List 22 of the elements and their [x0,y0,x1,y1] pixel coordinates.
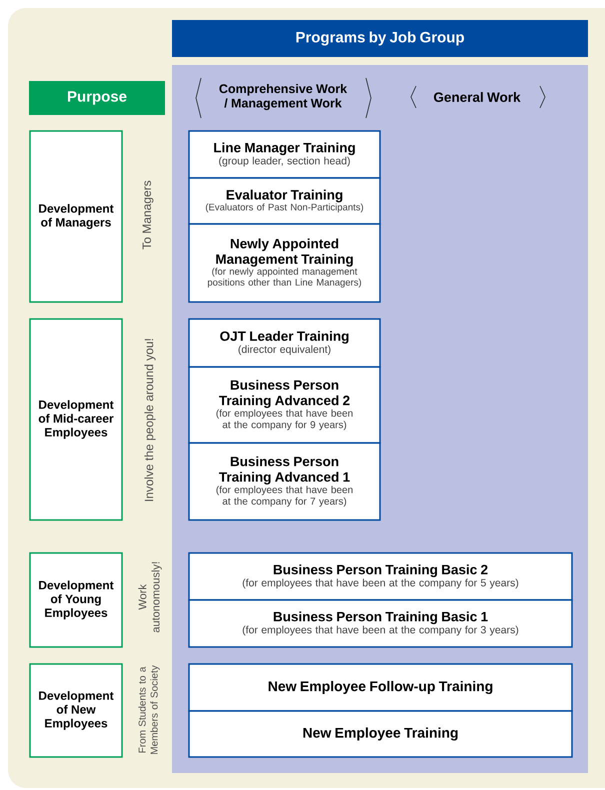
purpose-box: Development of Mid-career Employees [29,318,123,521]
program-box: Business Person Training Basic 1 (for employees that have been at the company for 3 years) [188,599,573,648]
program-box: Newly Appointed Management Training (for newly appointed management positions other than Line Managers) [188,223,381,303]
side-caption: From Students to a Members of Society [138,665,160,754]
program-box: New Employee Follow-up Training [188,663,573,712]
purpose-box: Development of Young Employees [29,552,123,648]
column-heading: Comprehensive Work / Management Work [219,84,348,110]
header-band: Purpose [29,81,165,115]
header-band: Programs by Job Group [172,20,588,57]
program-box: New Employee Training [188,710,573,758]
purpose-box: Development of Managers [29,130,123,303]
program-box: Business Person Training Advanced 2 (for employees that have been at the company for 9 years) [188,366,381,444]
program-box: OJT Leader Training (director equivalent) [188,318,381,368]
column-heading: General Work [434,92,521,102]
side-caption: To Managers [142,180,154,250]
program-box: Line Manager Training (group leader, section head) [188,130,381,179]
program-box: Evaluator Training (Evaluators of Past Non-Participants) [188,177,381,225]
side-caption: Involve the people around you! [144,339,156,501]
purpose-box: Development of New Employees [29,663,123,758]
side-caption: Work autonomously! [138,562,162,632]
program-box: Business Person Training Basic 2 (for employees that have been at the company for 5 years) [188,552,573,601]
program-box: Business Person Training Advanced 1 (for employees that have been at the company for 7 years) [188,442,381,521]
